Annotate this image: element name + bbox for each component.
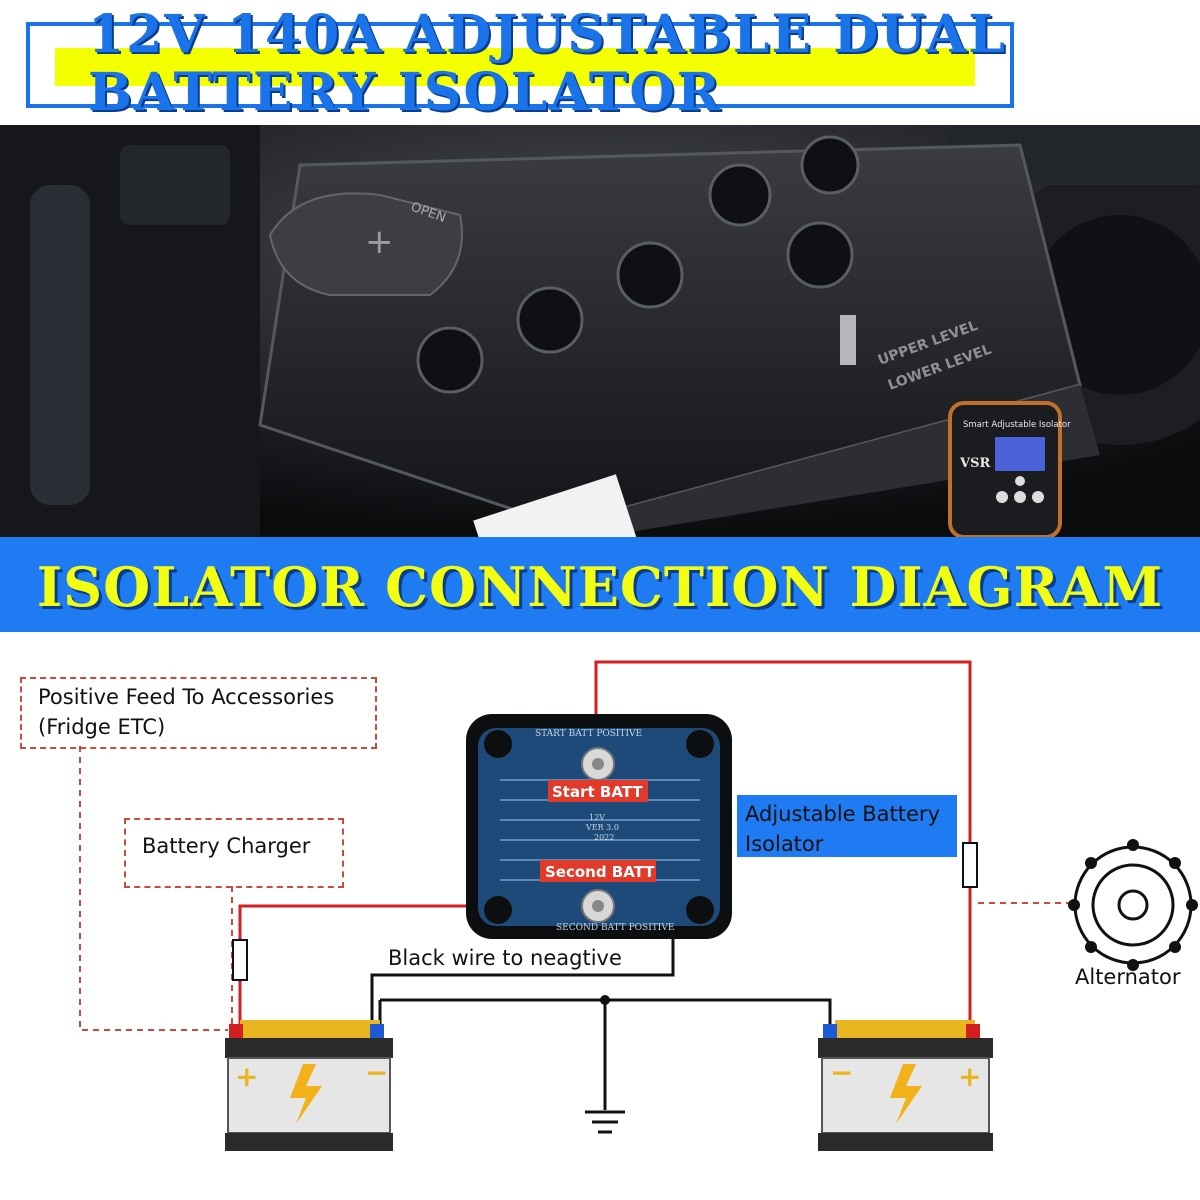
start-batt-label: Start BATT xyxy=(552,783,643,801)
left-battery: + − xyxy=(225,1020,393,1151)
alternator-icon xyxy=(1068,839,1198,971)
black-wire-label: Black wire to neagtive xyxy=(388,946,622,970)
engine-bay-photo: + OPEN UPPER LEVEL LOWER LEVEL Smart Adj… xyxy=(0,125,1200,537)
fuse-right xyxy=(962,842,978,888)
right-battery: − + xyxy=(818,1020,993,1151)
banner-title: ISOLATOR CONNECTION DIAGRAM xyxy=(36,555,1164,619)
fuse-left xyxy=(232,939,248,981)
accessories-label-line-1: Positive Feed To Accessories xyxy=(38,685,335,709)
title-line-2: BATTERY ISOLATOR xyxy=(88,62,722,123)
accessory-lead xyxy=(79,746,228,1031)
svg-text:−: − xyxy=(830,1056,853,1089)
device-label-text: Smart Adjustable Isolator xyxy=(963,420,1071,430)
device-year-text: 2022 xyxy=(594,833,614,842)
isolator-label-box: Adjustable Battery Isolator xyxy=(737,795,957,857)
accessories-box xyxy=(20,677,377,749)
svg-text:+: + xyxy=(235,1060,258,1093)
title-frame xyxy=(26,22,1014,108)
title-highlight xyxy=(55,48,975,86)
device-voltage-text: 12V xyxy=(589,813,605,822)
device-brand-text: VSR xyxy=(959,456,990,471)
start-batt-positive-text: START BATT POSITIVE xyxy=(535,729,642,739)
accessories-label-line-2: (Fridge ETC) xyxy=(38,715,166,739)
svg-text:−: − xyxy=(365,1056,388,1089)
device-version-text: VER 3.0 xyxy=(585,823,619,832)
svg-text:+: + xyxy=(958,1060,981,1093)
ground-symbol xyxy=(585,1110,625,1134)
plus-sign: + xyxy=(365,222,394,262)
engine-bay-illustration: + OPEN UPPER LEVEL LOWER LEVEL Smart Adj… xyxy=(0,125,1200,537)
title-band: 12V 140A ADJUSTABLE DUAL BATTERY ISOLATO… xyxy=(0,0,1200,125)
isolator-device xyxy=(466,714,732,939)
charger-box xyxy=(124,818,344,888)
isolator-label-line-1: Adjustable Battery xyxy=(745,802,940,826)
alternator-label: Alternator xyxy=(1075,965,1181,989)
second-batt-positive-text: SECOND BATT POSITIVE xyxy=(556,923,674,933)
isolator-label-line-2: Isolator xyxy=(745,832,824,856)
charger-label: Battery Charger xyxy=(142,834,311,858)
second-batt-label: Second BATT xyxy=(545,863,655,881)
diagram-banner: ISOLATOR CONNECTION DIAGRAM xyxy=(0,537,1200,632)
ground-bus xyxy=(380,998,832,1030)
title-line-1: 12V 140A ADJUSTABLE DUAL xyxy=(88,4,1007,65)
